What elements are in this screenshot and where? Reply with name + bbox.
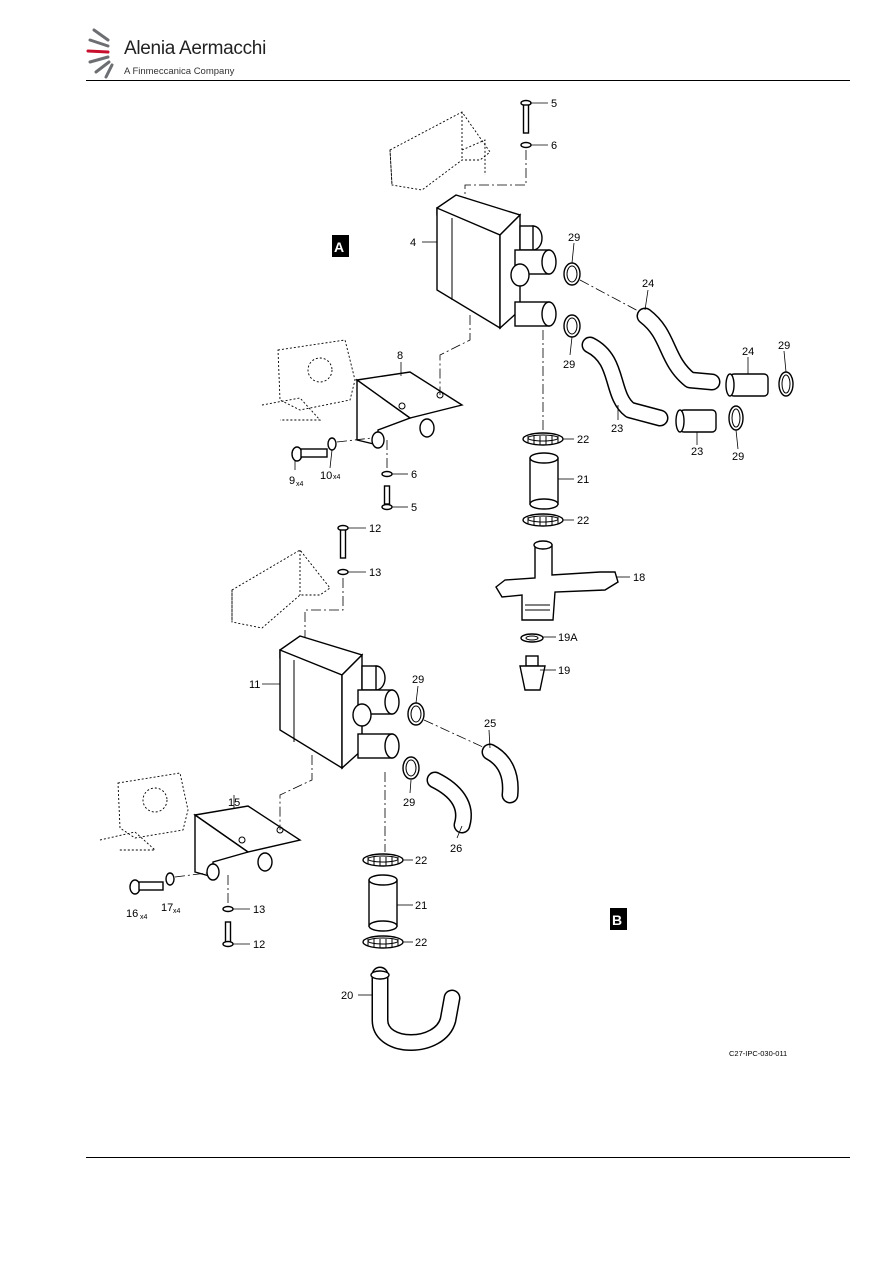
header-rule — [86, 80, 850, 81]
washer-6-top — [520, 141, 532, 149]
view-a-tag: A — [332, 235, 349, 257]
page-header: Alenia Aermacchi A Finmeccanica Company — [0, 0, 893, 82]
callout-21-a: 21 — [577, 474, 589, 486]
qty-17: x4 — [173, 908, 181, 915]
washer-13-top — [337, 568, 349, 576]
heater-unit-11 — [279, 635, 400, 770]
callout-8: 8 — [397, 350, 403, 362]
svg-text:B: B — [612, 912, 622, 928]
callout-23-b: 23 — [691, 446, 703, 458]
callout-6-top: 6 — [551, 140, 557, 152]
heater-unit-4 — [436, 194, 557, 330]
hose-clamp-22-a2 — [522, 513, 564, 527]
sleeve-21-a — [529, 452, 559, 510]
callout-11: 11 — [249, 679, 260, 691]
bracket-15 — [193, 805, 302, 881]
callout-23-a: 23 — [611, 423, 623, 435]
sleeve-21-b — [368, 874, 398, 932]
washer-13-low — [222, 905, 234, 913]
callout-15: 15 — [228, 797, 240, 809]
callout-26: 26 — [450, 843, 462, 855]
washer-17 — [165, 872, 175, 886]
screw-5-low — [381, 485, 393, 511]
callout-5-low: 5 — [411, 502, 417, 514]
hose-26 — [426, 771, 472, 834]
callout-29-a2: 29 — [778, 340, 790, 352]
mounting-bracket-ghost-b-upper — [231, 549, 331, 629]
hose-clamp-29-a4 — [728, 405, 744, 431]
callout-10: 10 — [320, 470, 332, 482]
callout-20: 20 — [341, 990, 353, 1002]
view-b-tag: B — [610, 908, 627, 930]
screw-12-low — [222, 921, 234, 948]
screw-12-top — [337, 524, 349, 559]
qty-10: x4 — [333, 474, 341, 481]
ghost-bracket-b-lower — [99, 772, 189, 851]
callout-21-b: 21 — [415, 900, 427, 912]
mounting-bracket-ghost-a-upper — [389, 111, 491, 191]
callout-13-low: 13 — [253, 904, 265, 916]
brand-name: Alenia Aermacchi — [124, 38, 266, 59]
callout-17: 17 — [161, 902, 173, 914]
callout-16: 16 — [126, 908, 138, 920]
bracket-8 — [355, 371, 464, 449]
washer-19a — [520, 633, 544, 643]
hose-25 — [481, 743, 519, 804]
hose-clamp-29-a2 — [778, 371, 794, 397]
callout-24-b: 24 — [742, 346, 754, 358]
callout-29-a3: 29 — [563, 359, 575, 371]
washer-6-low — [381, 470, 393, 478]
washer-10 — [327, 437, 337, 451]
hose-clamp-29-a3 — [563, 314, 581, 338]
screw-5-top — [520, 99, 532, 134]
hose-23-straight — [675, 409, 717, 433]
callout-6-low: 6 — [411, 469, 417, 481]
callout-22-a2: 22 — [577, 515, 589, 527]
hose-clamp-29-b2 — [402, 756, 420, 780]
brand-tagline: A Finmeccanica Company — [124, 66, 235, 77]
hose-clamp-29-a1 — [563, 262, 581, 286]
hose-clamp-22-b1 — [362, 853, 404, 867]
footer-rule — [86, 1157, 850, 1158]
callout-22-a1: 22 — [577, 434, 589, 446]
callout-22-b2: 22 — [415, 937, 427, 949]
callout-4: 4 — [410, 237, 416, 249]
hose-clamp-22-b2 — [362, 935, 404, 949]
svg-text:A: A — [334, 239, 344, 255]
hose-24-straight — [725, 373, 769, 397]
callout-19: 19 — [558, 665, 570, 677]
callout-19a: 19A — [558, 632, 578, 644]
qty-16: x4 — [140, 914, 148, 921]
tee-fitting-18 — [495, 540, 619, 621]
hose-clamp-22-a1 — [522, 432, 564, 446]
screw-9 — [291, 446, 328, 462]
callout-9: 9 — [289, 475, 295, 487]
callout-29-b1: 29 — [412, 674, 424, 686]
figure-reference: C27-IPC-030-011 — [729, 1049, 787, 1058]
callout-5-top: 5 — [551, 98, 557, 110]
alenia-aermacchi-logo-icon — [86, 28, 114, 79]
callout-29-b2: 29 — [403, 797, 415, 809]
callout-24-a: 24 — [642, 278, 654, 290]
callout-12-top: 12 — [369, 523, 381, 535]
callout-25: 25 — [484, 718, 496, 730]
callout-29-a4: 29 — [732, 451, 744, 463]
ghost-bracket-a-lower — [261, 339, 356, 421]
callout-22-b1: 22 — [415, 855, 427, 867]
hose-20-u-bend — [370, 966, 461, 1051]
hose-clamp-29-b1 — [407, 702, 425, 726]
hose-23-bent — [581, 336, 669, 427]
fitting-19 — [519, 655, 546, 691]
qty-9: x4 — [296, 481, 304, 488]
hose-24-bent — [636, 307, 721, 391]
callout-29-a1: 29 — [568, 232, 580, 244]
screw-16 — [129, 879, 164, 895]
leader-lines — [233, 102, 787, 996]
callout-13-top: 13 — [369, 567, 381, 579]
callout-12-low: 12 — [253, 939, 265, 951]
callout-18: 18 — [633, 572, 645, 584]
